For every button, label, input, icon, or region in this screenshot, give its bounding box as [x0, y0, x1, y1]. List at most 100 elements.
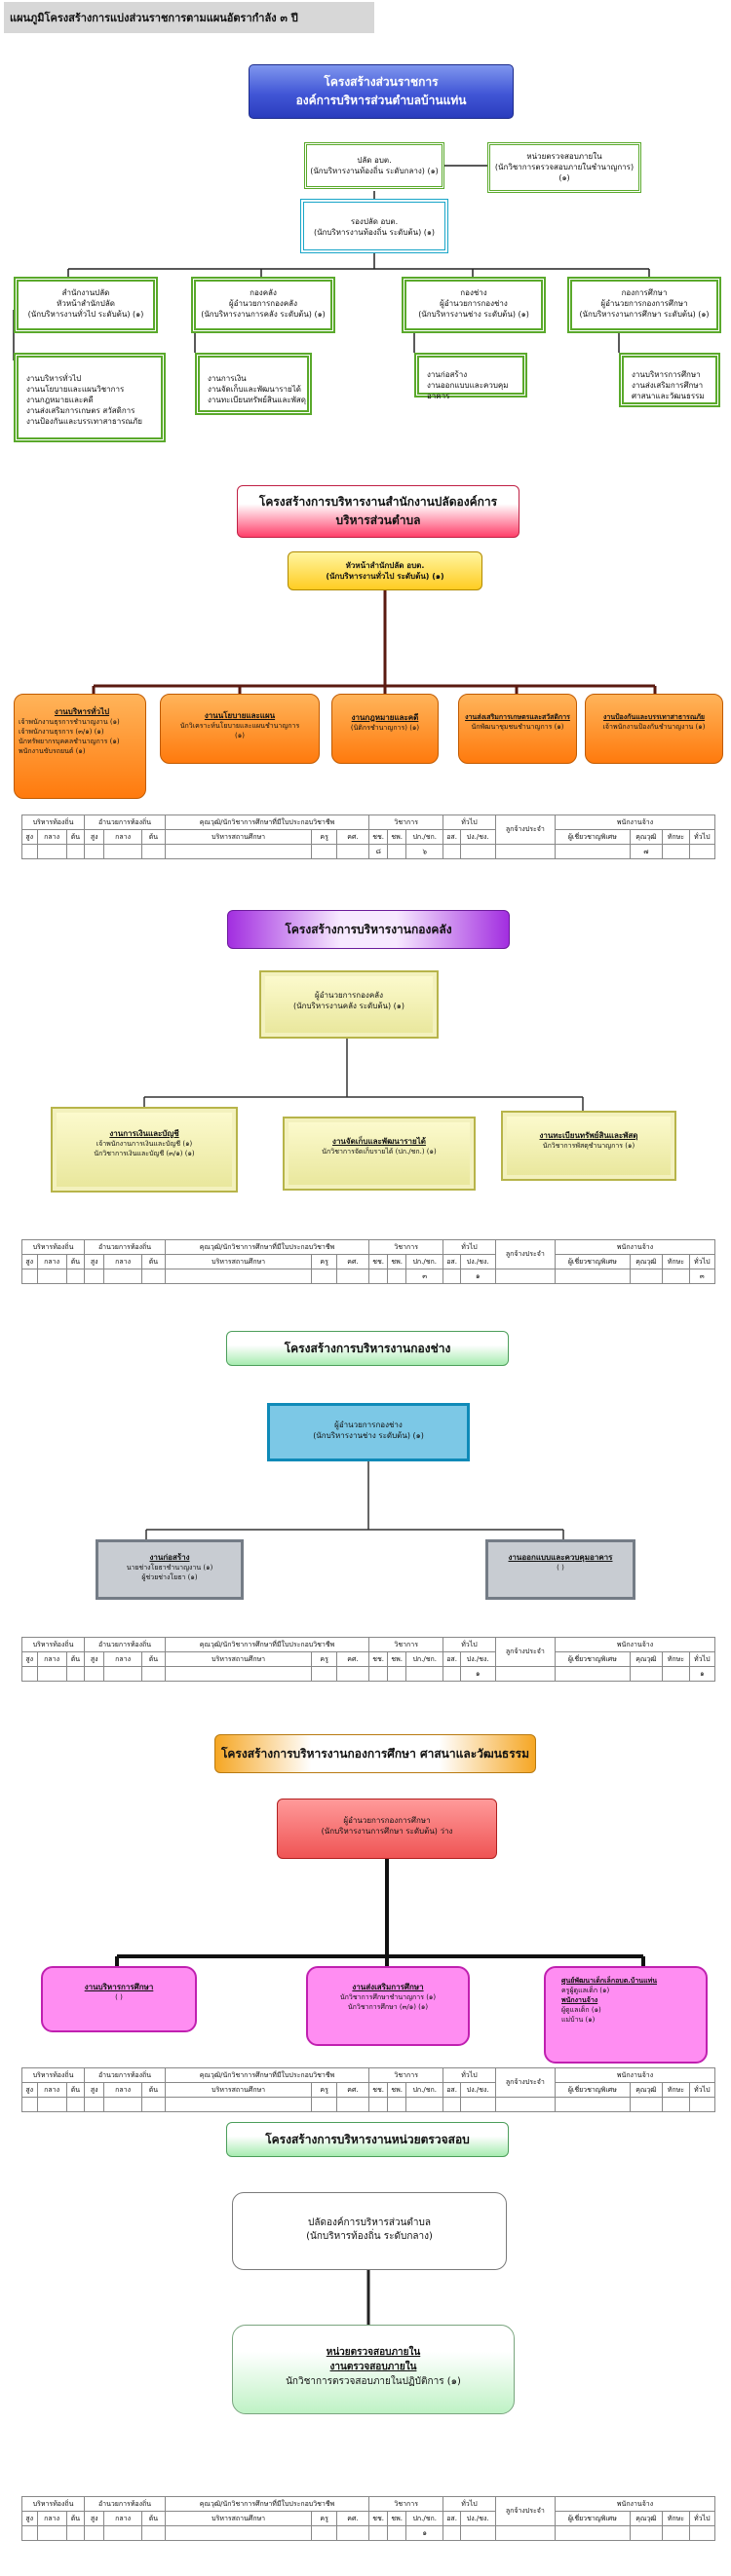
- s2-unit-1-name: งานนโยบายและแผน: [204, 711, 276, 720]
- page-header: แผนภูมิโครงสร้างการแบ่งส่วนราชการตามแผนอ…: [4, 2, 374, 33]
- palad-box: ปลัด อบต. (นักบริหารงานท้องถิ่น ระดับกลา…: [304, 142, 444, 189]
- staff-count-cell: [311, 844, 337, 859]
- s5-unit-2-line-2: ผู้ดูแลเด็ก (๑): [561, 2006, 601, 2014]
- staff-group-header: บริหารท้องถิ่น: [20, 2067, 86, 2083]
- staff-group-header: พนักงานจ้าง: [555, 1637, 715, 1652]
- staff-count-cell: [103, 844, 143, 859]
- staff-col-header: คุณวุฒิ: [629, 2511, 664, 2526]
- staff-col-header: ปง./ชง.: [459, 2511, 496, 2526]
- dept-0-sub-1: งานนโยบายและแผนวิชาการ: [26, 385, 125, 394]
- staff-count-cell: [21, 2097, 38, 2112]
- s3-unit-0: งานการเงินและบัญชี เจ้าพนักงานการเงินและ…: [51, 1107, 238, 1193]
- staff-count-cell: [387, 844, 407, 859]
- s5-connectors: [115, 1859, 645, 1966]
- staff-group-header: พนักงานจ้าง: [555, 2496, 715, 2512]
- staff-count-cell: [21, 2525, 38, 2541]
- s2-unit-3: งานส่งเสริมการเกษตรและสวัสดิการ นักพัฒนา…: [458, 694, 577, 764]
- staff-count-cell: ๓: [688, 1269, 716, 1284]
- staff-group-header: ทั่วไป: [442, 2067, 496, 2083]
- staff-col-header: ชช.: [368, 2511, 389, 2526]
- staff-count-cell: [84, 844, 105, 859]
- dept-1-line-1: กองคลัง: [250, 288, 277, 297]
- staff-count-cell: [21, 1269, 38, 1284]
- staff-count-cell: [629, 1269, 664, 1284]
- staff-col-header: ต้น: [65, 2082, 86, 2098]
- staff-col-header: ผู้เชี่ยวชาญพิเศษ: [555, 829, 631, 845]
- s4-unit-1-name: งานออกแบบและควบคุมอาคาร: [508, 1553, 613, 1562]
- staff-col-header: บริหารสถานศึกษา: [164, 1651, 313, 1667]
- dept-box-education: กองการศึกษา ผู้อำนวยการกองการศึกษา (นักบ…: [567, 277, 721, 333]
- s3-staff-table: บริหารท้องถิ่นอำนวยการท้องถิ่นคุณวุฒิ/นั…: [20, 1239, 716, 1284]
- staff-count-cell: [335, 844, 370, 859]
- s2-head-line-1: หัวหน้าสำนักปลัด อบต.: [345, 561, 425, 570]
- s4-connectors: [145, 1461, 564, 1539]
- staff-count-cell: [442, 1666, 461, 1682]
- staff-count-cell: [555, 1269, 631, 1284]
- staff-count-cell: [141, 2525, 166, 2541]
- staff-col-header: คุณวุฒิ: [629, 2082, 664, 2098]
- staff-count-cell: [65, 2525, 86, 2541]
- s2-unit-0-line-1: เจ้าพนักงานธุรการ (๓/๑) (๑): [19, 728, 104, 736]
- staff-count-cell: [555, 2097, 631, 2112]
- s2-unit-4-line-0: เจ้าพนักงานป้องกันชำนาญงาน (๑): [602, 723, 706, 731]
- staff-count-cell: [65, 1666, 86, 1682]
- staff-col-header: ปง./ชง.: [459, 1254, 496, 1269]
- staff-col-header: กลาง: [103, 1651, 143, 1667]
- staff-col-header: กลาง: [36, 1254, 67, 1269]
- staff-col-header: คศ.: [335, 829, 370, 845]
- s5-unit-0-name: งานบริหารการศึกษา: [84, 1983, 154, 1991]
- staff-col-header: ทั่วไป: [688, 1254, 716, 1269]
- s4-unit-1-line-0: ( ): [557, 1564, 564, 1572]
- dept-2-line-1: กองช่าง: [460, 288, 487, 297]
- staff-count-cell: [141, 844, 166, 859]
- staff-count-cell: [84, 2097, 105, 2112]
- s3-head-line-2: (นักบริหารงานคลัง ระดับต้น) (๑): [293, 1002, 404, 1010]
- staff-col-header: ชช.: [368, 2082, 389, 2098]
- s2-head-line-2: (นักบริหารงานทั่วไป ระดับต้น) (๑): [326, 572, 444, 581]
- staff-count-cell: [662, 1269, 690, 1284]
- staff-group-header: วิชาการ: [368, 1637, 444, 1652]
- staff-count-cell: [368, 1666, 389, 1682]
- dept-1-sub-1: งานจัดเก็บและพัฒนารายได้: [208, 385, 301, 394]
- staff-count-cell: [405, 2097, 444, 2112]
- staff-count-cell: [84, 1666, 105, 1682]
- staff-count-cell: [141, 1666, 166, 1682]
- staff-group-header: อำนวยการท้องถิ่น: [84, 2496, 166, 2512]
- staff-count-cell: [459, 844, 496, 859]
- s5-unit-2: ศูนย์พัฒนาเด็กเล็กอบต.บ้านแท่น ครูผู้ดูแ…: [544, 1966, 708, 2064]
- staff-group-header: อำนวยการท้องถิ่น: [84, 814, 166, 830]
- s3-head-line-1: ผู้อำนวยการกองคลัง: [315, 991, 383, 1000]
- staff-count-cell: [36, 1666, 67, 1682]
- dept-1-sub-0: งานการเงิน: [208, 374, 247, 383]
- dept-3-sub-2: ศาสนาและวัฒนธรรม: [632, 392, 705, 400]
- s5-unit-1-name: งานส่งเสริมการศึกษา: [352, 1983, 424, 1991]
- staff-col-header: กลาง: [36, 2511, 67, 2526]
- s2-unit-0: งานบริหารทั่วไป เจ้าพนักงานธุรการชำนาญงา…: [14, 694, 146, 799]
- staff-group-header: บริหารท้องถิ่น: [20, 1637, 86, 1652]
- staff-count-cell: [36, 1269, 67, 1284]
- s4-unit-0-name: งานก่อสร้าง: [149, 1553, 190, 1562]
- staff-count-cell: [368, 2525, 389, 2541]
- staff-group-header: คุณวุฒิ/นักวิชาการศึกษาที่มีใบประกอบวิชา…: [164, 1637, 370, 1652]
- staff-count-cell: [84, 2525, 105, 2541]
- staff-col-header: คศ.: [335, 1254, 370, 1269]
- s5-unit-2-line-0: ครูผู้ดูแลเด็ก (๑): [561, 1987, 610, 1994]
- staff-col-header: คศ.: [335, 2511, 370, 2526]
- staff-col-header: ผู้เชี่ยวชาญพิเศษ: [555, 2511, 631, 2526]
- staff-col-header: ปง./ชง.: [459, 2082, 496, 2098]
- dept-3-sub-1: งานส่งเสริมการศึกษา: [632, 381, 704, 390]
- s4-head-line-2: (นักบริหารงานช่าง ระดับต้น) (๑): [313, 1431, 424, 1440]
- s6-staff-table: บริหารท้องถิ่นอำนวยการท้องถิ่นคุณวุฒิ/นั…: [20, 2496, 716, 2541]
- staff-col-header: สูง: [21, 2511, 38, 2526]
- staff-count-cell: [442, 844, 461, 859]
- s5-staff-table: บริหารท้องถิ่นอำนวยการท้องถิ่นคุณวุฒิ/นั…: [20, 2067, 716, 2112]
- s5-unit-2-name: ศูนย์พัฒนาเด็กเล็กอบต.บ้านแท่น: [561, 1977, 658, 1985]
- dept-2-line-2: ผู้อำนวยการกองช่าง: [440, 299, 508, 308]
- dept-1-line-3: (นักบริหารงานการคลัง ระดับต้น) (๑): [201, 310, 326, 319]
- staff-count-cell: [662, 844, 690, 859]
- dept-box-palad: สำนักงานปลัด หัวหน้าสำนักปลัด (นักบริหาร…: [14, 277, 158, 333]
- s3-unit-2-name: งานทะเบียนทรัพย์สินและพัสดุ: [539, 1131, 638, 1140]
- s5-unit-2-line-3: แม่บ้าน (๑): [561, 2016, 596, 2024]
- s3-connectors: [143, 1039, 584, 1111]
- staff-count-cell: [387, 2525, 407, 2541]
